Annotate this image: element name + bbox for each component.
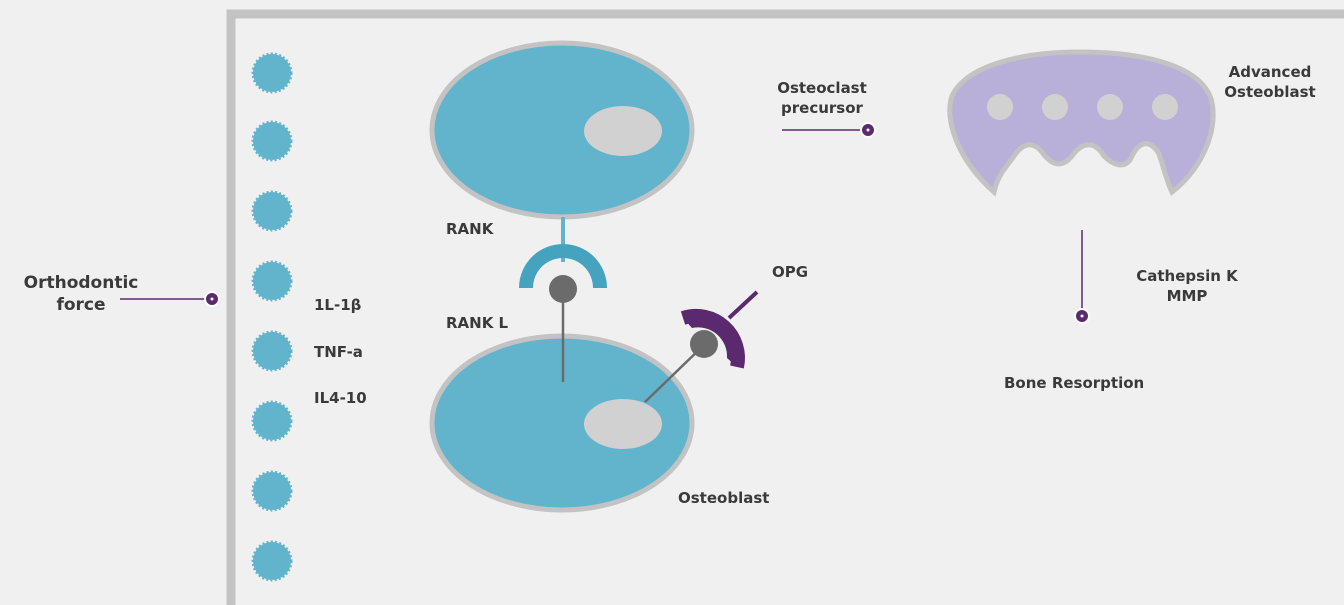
frame-border bbox=[226, 9, 1344, 605]
cytokine-dot bbox=[251, 330, 293, 372]
cytokine-dots bbox=[251, 52, 293, 582]
osteoblast-label: Osteoblast bbox=[678, 489, 770, 507]
advanced-osteoblast-line1: Advanced bbox=[1228, 63, 1312, 81]
orthodontic-force-line1: Orthodontic bbox=[23, 273, 139, 293]
cytokine-dot bbox=[251, 190, 293, 232]
opg-label: OPG bbox=[772, 263, 809, 281]
bone-resorption-label: Bone Resorption bbox=[1004, 374, 1145, 392]
cytokine-dot bbox=[251, 400, 293, 442]
precursor-nucleus bbox=[584, 106, 662, 156]
mmp-text: MMP bbox=[1166, 287, 1208, 305]
opg-stem bbox=[644, 344, 705, 403]
cathepsin-k-text: Cathepsin K bbox=[1136, 267, 1238, 285]
advanced-osteoblast-nuclei bbox=[987, 94, 1178, 120]
advanced-osteoblast-cell bbox=[947, 49, 1216, 197]
cytokine-dot bbox=[251, 540, 293, 582]
orthodontic-force-line2: force bbox=[56, 295, 106, 315]
orthodontic-force-label: Orthodontic force bbox=[6, 272, 156, 316]
cytokine-dot bbox=[251, 470, 293, 512]
cytokine-label-tnf: TNF-a bbox=[314, 343, 363, 361]
enzymes-label: Cathepsin K MMP bbox=[1122, 266, 1252, 306]
advanced-osteoblast-label: Advanced Osteoblast bbox=[1208, 62, 1332, 102]
rank-receptor bbox=[519, 244, 607, 288]
cytokine-dot bbox=[251, 120, 293, 162]
osteoclast-precursor-line1: Osteoclast bbox=[777, 79, 867, 97]
osteoclast-precursor-label: Osteoclast precursor bbox=[752, 78, 892, 118]
osteoblast-nucleus bbox=[584, 399, 662, 449]
osteoclast-precursor-line2: precursor bbox=[781, 99, 863, 117]
cytokine-label-il4: IL4-10 bbox=[314, 389, 367, 407]
rank-l-label: RANK L bbox=[446, 314, 509, 332]
cytokine-label-il1: 1L-1β bbox=[314, 296, 362, 314]
rank-label: RANK bbox=[446, 220, 494, 238]
cytokine-dot bbox=[251, 52, 293, 94]
cytokine-dot bbox=[251, 260, 293, 302]
opg-tail bbox=[727, 290, 759, 320]
advanced-osteoblast-line2: Osteoblast bbox=[1224, 83, 1316, 101]
rankl-ligand bbox=[549, 275, 577, 303]
opg-ligand bbox=[690, 330, 718, 358]
